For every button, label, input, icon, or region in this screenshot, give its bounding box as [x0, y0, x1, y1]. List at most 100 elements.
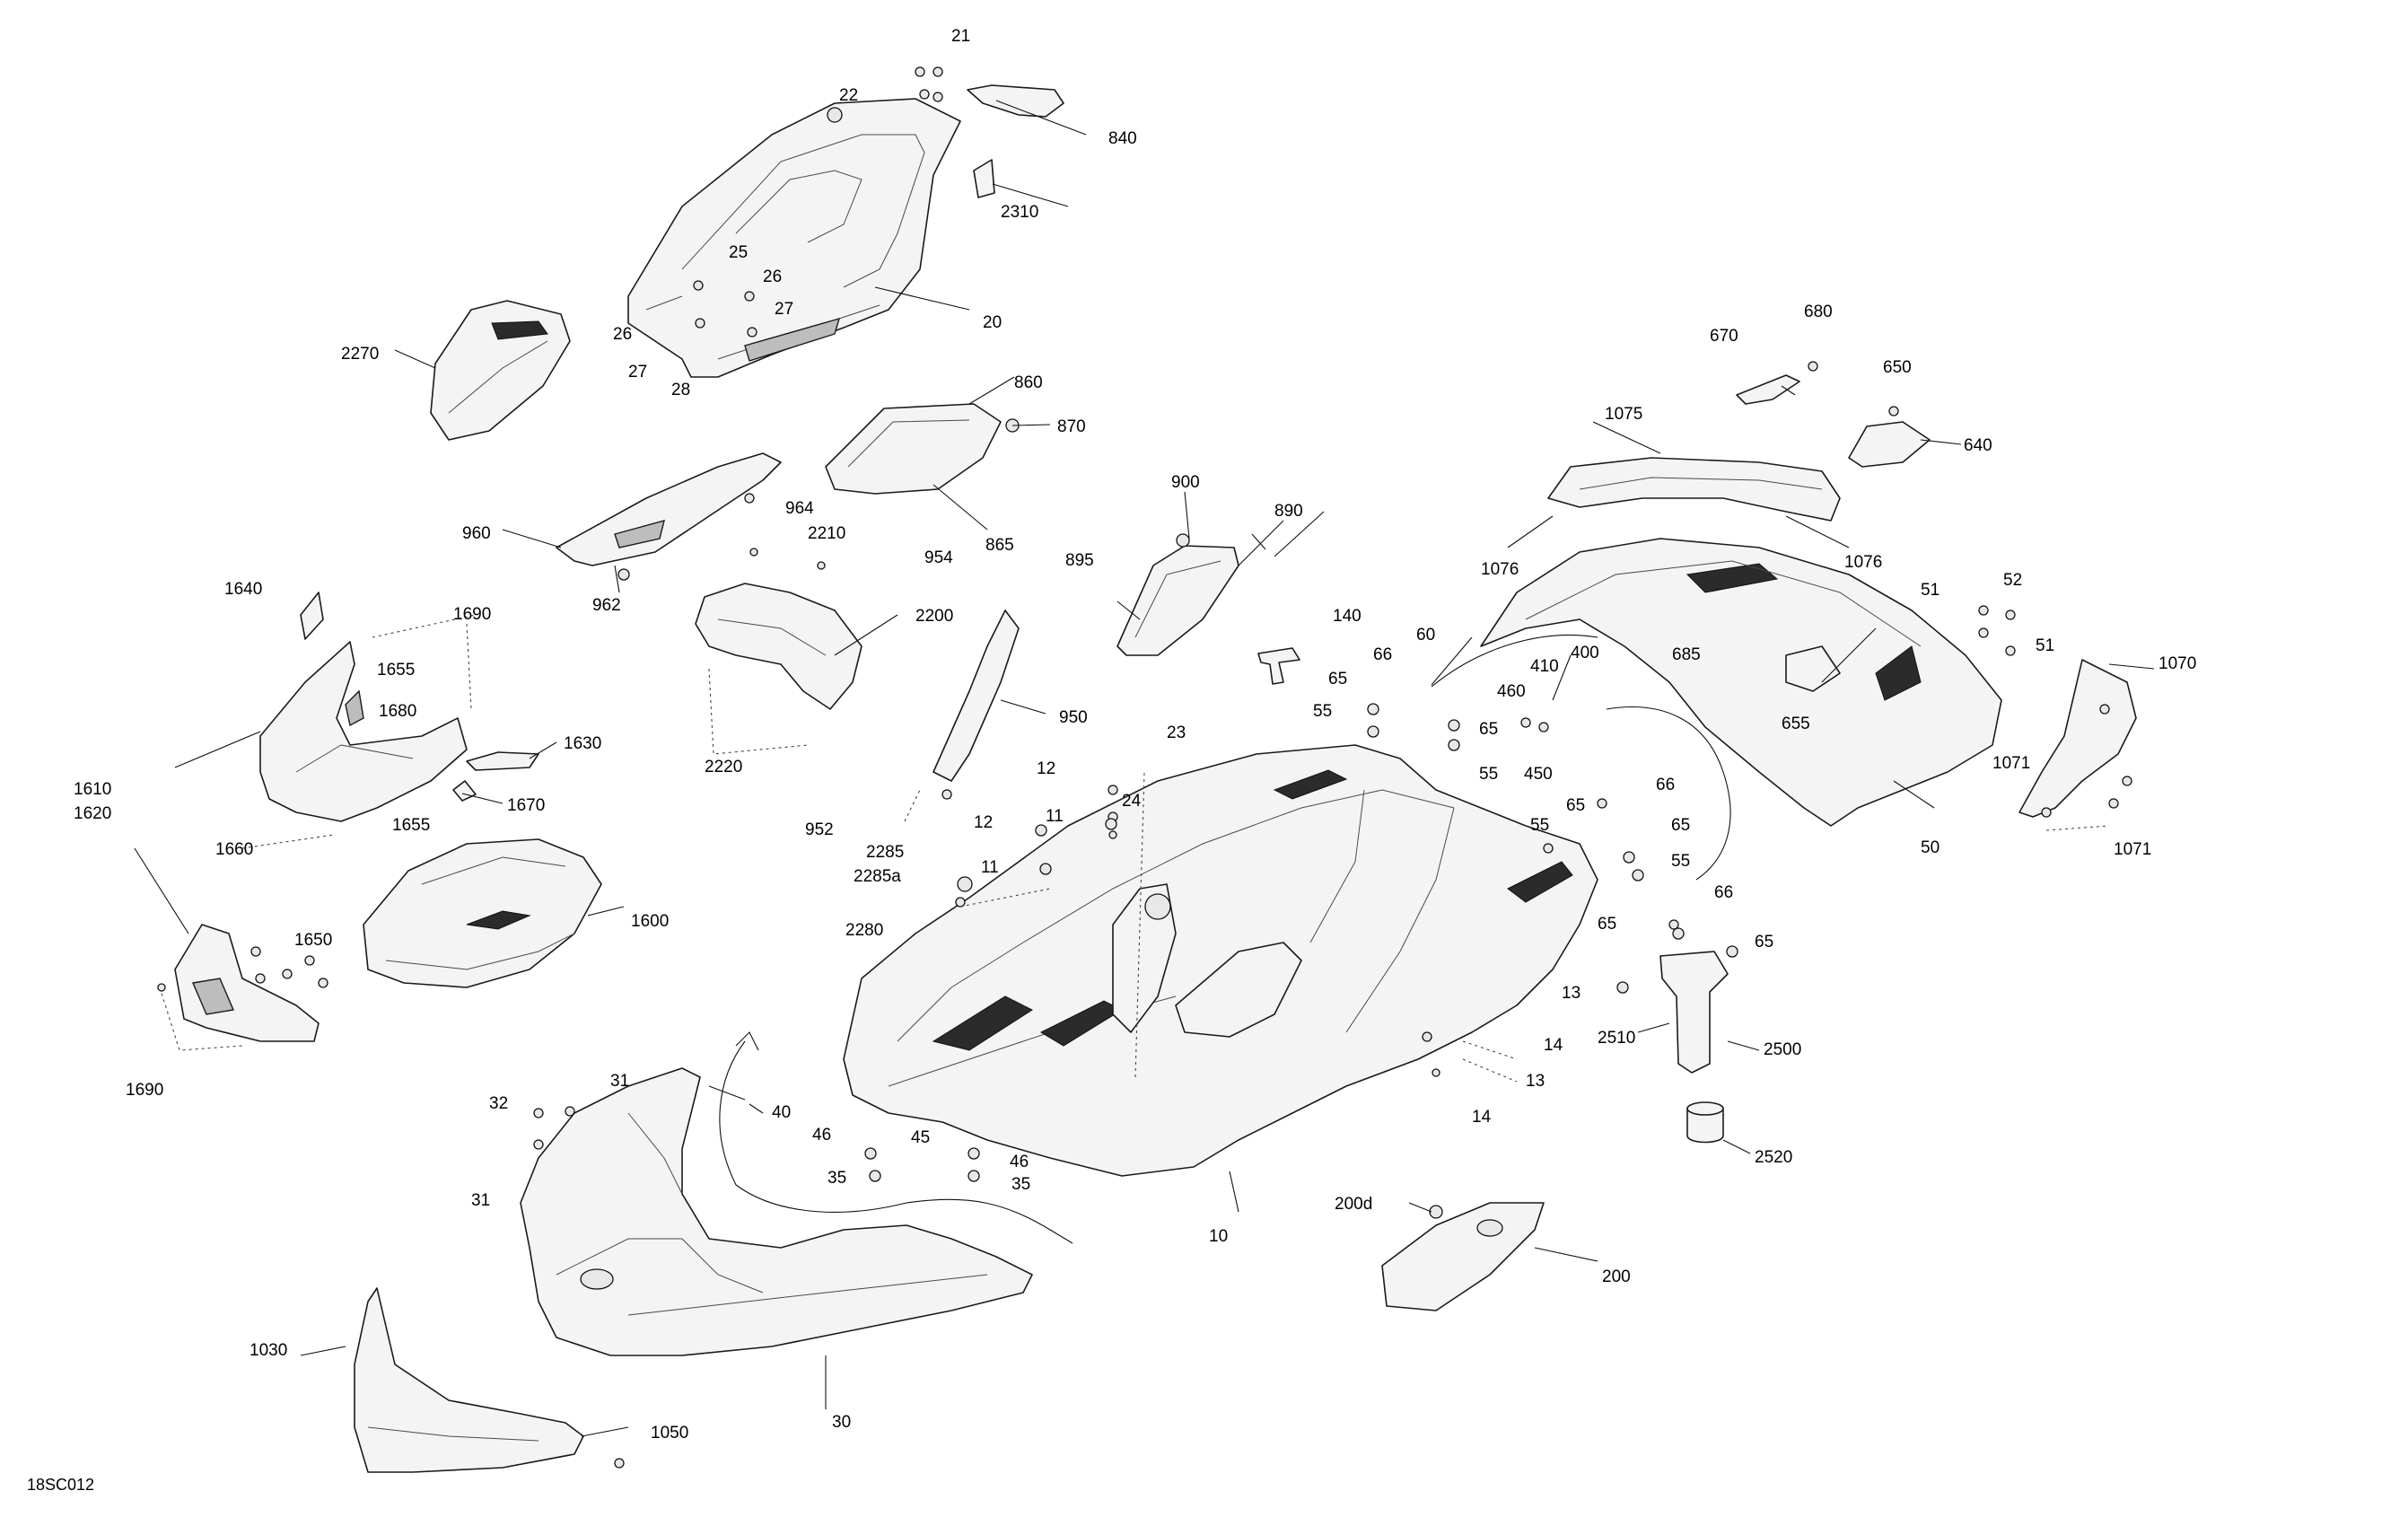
callout-46-a: 46	[812, 1126, 831, 1144]
callout-65-b: 65	[1479, 720, 1498, 739]
callout-51-b: 51	[2036, 636, 2054, 655]
callout-65-e: 65	[1598, 915, 1616, 934]
part-140-cap	[1257, 647, 1300, 685]
callout-14-a: 14	[1544, 1036, 1563, 1055]
callout-65-c: 65	[1566, 796, 1585, 815]
callout-2285a: 2285a	[854, 867, 901, 886]
part-2210-duct	[695, 583, 863, 710]
callout-670: 670	[1710, 327, 1738, 346]
callout-55-b: 55	[1479, 765, 1498, 784]
callout-1620: 1620	[74, 804, 111, 823]
callout-870: 870	[1057, 417, 1086, 436]
callout-950: 950	[1059, 708, 1088, 727]
part-2500-bracket	[1659, 951, 1729, 1074]
callout-labels: 21 22 840 2310 20 25 26 27 26 27 28 2270…	[74, 27, 2196, 1443]
callout-31-a: 31	[610, 1072, 629, 1091]
callout-27-a: 27	[775, 300, 793, 319]
callout-12-a: 12	[1037, 759, 1055, 778]
part-30-front-hood	[520, 1067, 1033, 1356]
callout-895: 895	[1065, 551, 1094, 570]
callout-2310: 2310	[1001, 203, 1038, 222]
callout-66-a: 66	[1373, 645, 1392, 664]
callout-2210: 2210	[808, 524, 845, 543]
part-2270-side-panel	[430, 300, 571, 441]
callout-1650: 1650	[294, 931, 332, 950]
callout-1690-a: 1690	[453, 605, 491, 624]
callout-10: 10	[1209, 1227, 1228, 1246]
callout-52: 52	[2003, 571, 2022, 590]
callout-650: 650	[1883, 358, 1912, 377]
callout-22: 22	[839, 86, 858, 105]
part-40-cable	[719, 1031, 1073, 1244]
callout-27-b: 27	[628, 363, 647, 382]
callout-1610: 1610	[74, 780, 111, 799]
callout-65-f: 65	[1755, 933, 1773, 952]
part-860-lid	[825, 403, 1020, 495]
callout-46-b: 46	[1010, 1153, 1029, 1171]
callout-1050: 1050	[651, 1424, 688, 1443]
callout-24: 24	[1122, 792, 1142, 811]
callout-960: 960	[462, 524, 491, 543]
part-50-rear-deck	[1480, 538, 2002, 827]
callout-2520: 2520	[1755, 1148, 1792, 1167]
callout-2510: 2510	[1598, 1029, 1635, 1048]
callout-460: 460	[1497, 682, 1526, 701]
callout-13-b: 13	[1526, 1072, 1545, 1091]
callout-66-c: 66	[1714, 883, 1733, 902]
callout-962: 962	[592, 596, 621, 615]
callout-2280: 2280	[845, 921, 883, 940]
callout-11-a: 11	[1046, 807, 1064, 826]
callout-1680: 1680	[379, 702, 416, 721]
callout-20: 20	[983, 313, 1002, 332]
part-1600-storage-bin	[363, 838, 602, 988]
part-950-strip	[933, 610, 1020, 782]
callout-640: 640	[1964, 436, 1992, 455]
part-20-rear-upper-body	[627, 98, 961, 378]
part-10-main-hull	[843, 744, 1598, 1177]
part-1075-grab-bar	[1547, 457, 1841, 522]
callout-1075: 1075	[1605, 405, 1642, 424]
callout-2285: 2285	[866, 843, 904, 862]
callout-1071-a: 1071	[1992, 754, 2030, 773]
part-670-trim	[1736, 374, 1800, 405]
callout-51-a: 51	[1921, 581, 1940, 600]
callout-860: 860	[1014, 373, 1043, 392]
callout-200: 200	[1602, 1267, 1631, 1286]
part-400-cable	[1606, 706, 1731, 881]
part-1610-front-cover	[259, 592, 468, 822]
drawing-reference: 18SC012	[27, 1476, 94, 1494]
callout-1076-a: 1076	[1481, 560, 1519, 579]
part-60-cable	[1431, 635, 1598, 688]
part-890-panel	[1116, 533, 1239, 656]
callout-1076-b: 1076	[1844, 553, 1882, 572]
callout-200d: 200d	[1335, 1195, 1372, 1214]
callout-21: 21	[951, 27, 970, 46]
callout-1640: 1640	[224, 580, 262, 599]
callout-40: 40	[772, 1103, 791, 1122]
dashed-leaders	[159, 614, 2110, 1083]
callout-840: 840	[1108, 129, 1137, 148]
callout-35-a: 35	[827, 1169, 846, 1188]
callout-13-a: 13	[1562, 984, 1581, 1003]
callout-1655-a: 1655	[377, 661, 415, 680]
callout-30: 30	[832, 1413, 851, 1432]
part-1030-front-trim	[354, 1287, 584, 1473]
part-1670-clip	[452, 780, 477, 802]
callout-680: 680	[1804, 303, 1833, 321]
part-2520-cylinder	[1686, 1101, 1724, 1144]
part-200-panel	[1381, 1202, 1545, 1311]
callout-60: 60	[1416, 626, 1435, 645]
callout-1070: 1070	[2158, 654, 2196, 673]
callout-655: 655	[1782, 715, 1810, 733]
callout-890: 890	[1274, 502, 1303, 521]
callout-964: 964	[785, 499, 814, 518]
callout-11-b: 11	[981, 858, 999, 877]
callout-1670: 1670	[507, 796, 545, 815]
callout-952: 952	[805, 820, 834, 839]
part-640-trim	[1848, 421, 1931, 468]
callout-12-b: 12	[974, 813, 993, 832]
callout-1660: 1660	[215, 840, 253, 859]
callout-55-a: 55	[1313, 702, 1332, 721]
callout-2200: 2200	[915, 607, 953, 626]
